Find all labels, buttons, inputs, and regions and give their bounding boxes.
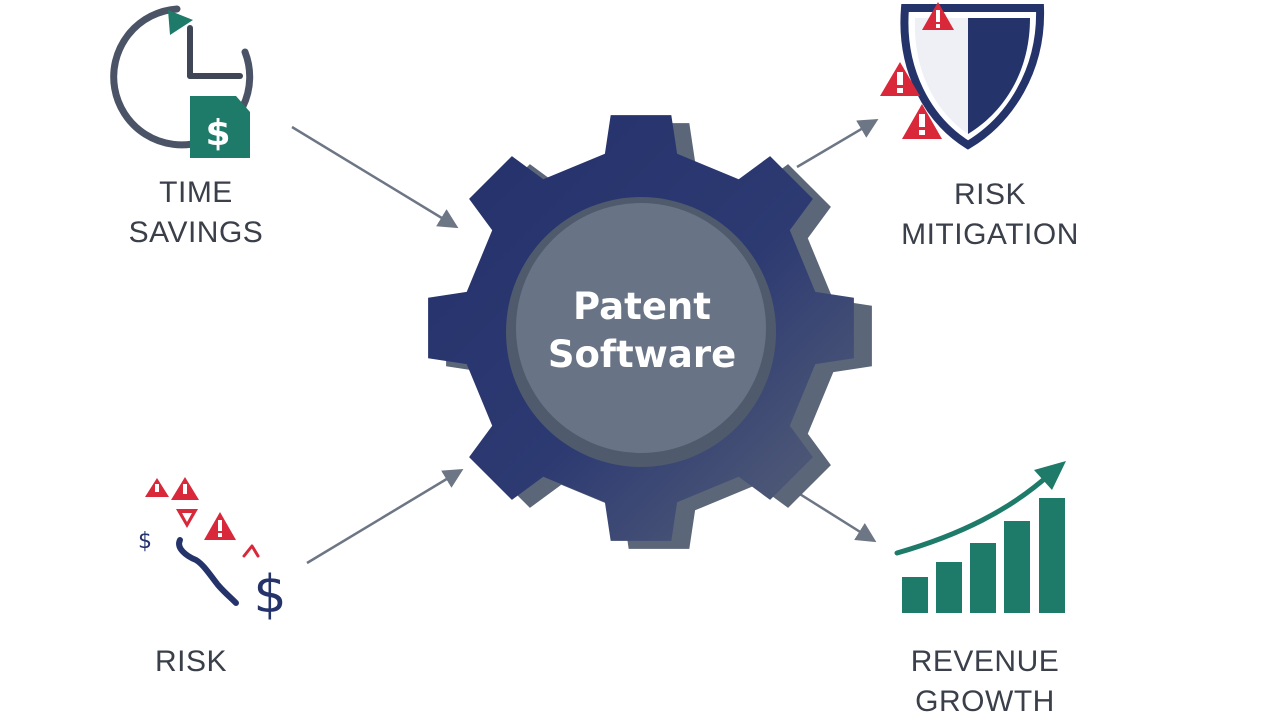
risk-line1: RISK (140, 642, 242, 682)
arrow-risk-to-center (307, 471, 460, 563)
warning-icon (204, 512, 236, 540)
revenue-growth-line2: GROWTH (895, 682, 1075, 722)
bar-chart-icon (902, 498, 1065, 613)
gear-title: Patent Software (520, 283, 764, 379)
dollar-sign-large: $ (253, 565, 286, 625)
risk-mitigation-line1: RISK (880, 175, 1100, 215)
risk-mitigation-line2: MITIGATION (880, 215, 1100, 255)
dollar-bill-icon: $ (190, 96, 250, 158)
warning-icon (145, 478, 169, 497)
dollar-sign: $ (205, 113, 230, 154)
arrow-center-to-mitigation (797, 121, 875, 167)
revenue-growth-label: REVENUE GROWTH (895, 642, 1075, 722)
risk-mitigation-label: RISK MITIGATION (880, 175, 1100, 255)
warning-icon (176, 509, 198, 528)
gear-title-line2: Software (520, 331, 764, 379)
arrow-time-to-center (292, 127, 455, 226)
time-savings-label: TIME SAVINGS (108, 173, 284, 253)
warning-icon (171, 477, 199, 500)
risk-label: RISK (140, 642, 242, 682)
gear-title-line1: Patent (520, 283, 764, 331)
revenue-growth-line1: REVENUE (895, 642, 1075, 682)
dollar-sign-small: $ (138, 529, 152, 554)
time-savings-line1: TIME (108, 173, 284, 213)
time-savings-line2: SAVINGS (108, 213, 284, 253)
broken-graph-icon (179, 540, 258, 603)
